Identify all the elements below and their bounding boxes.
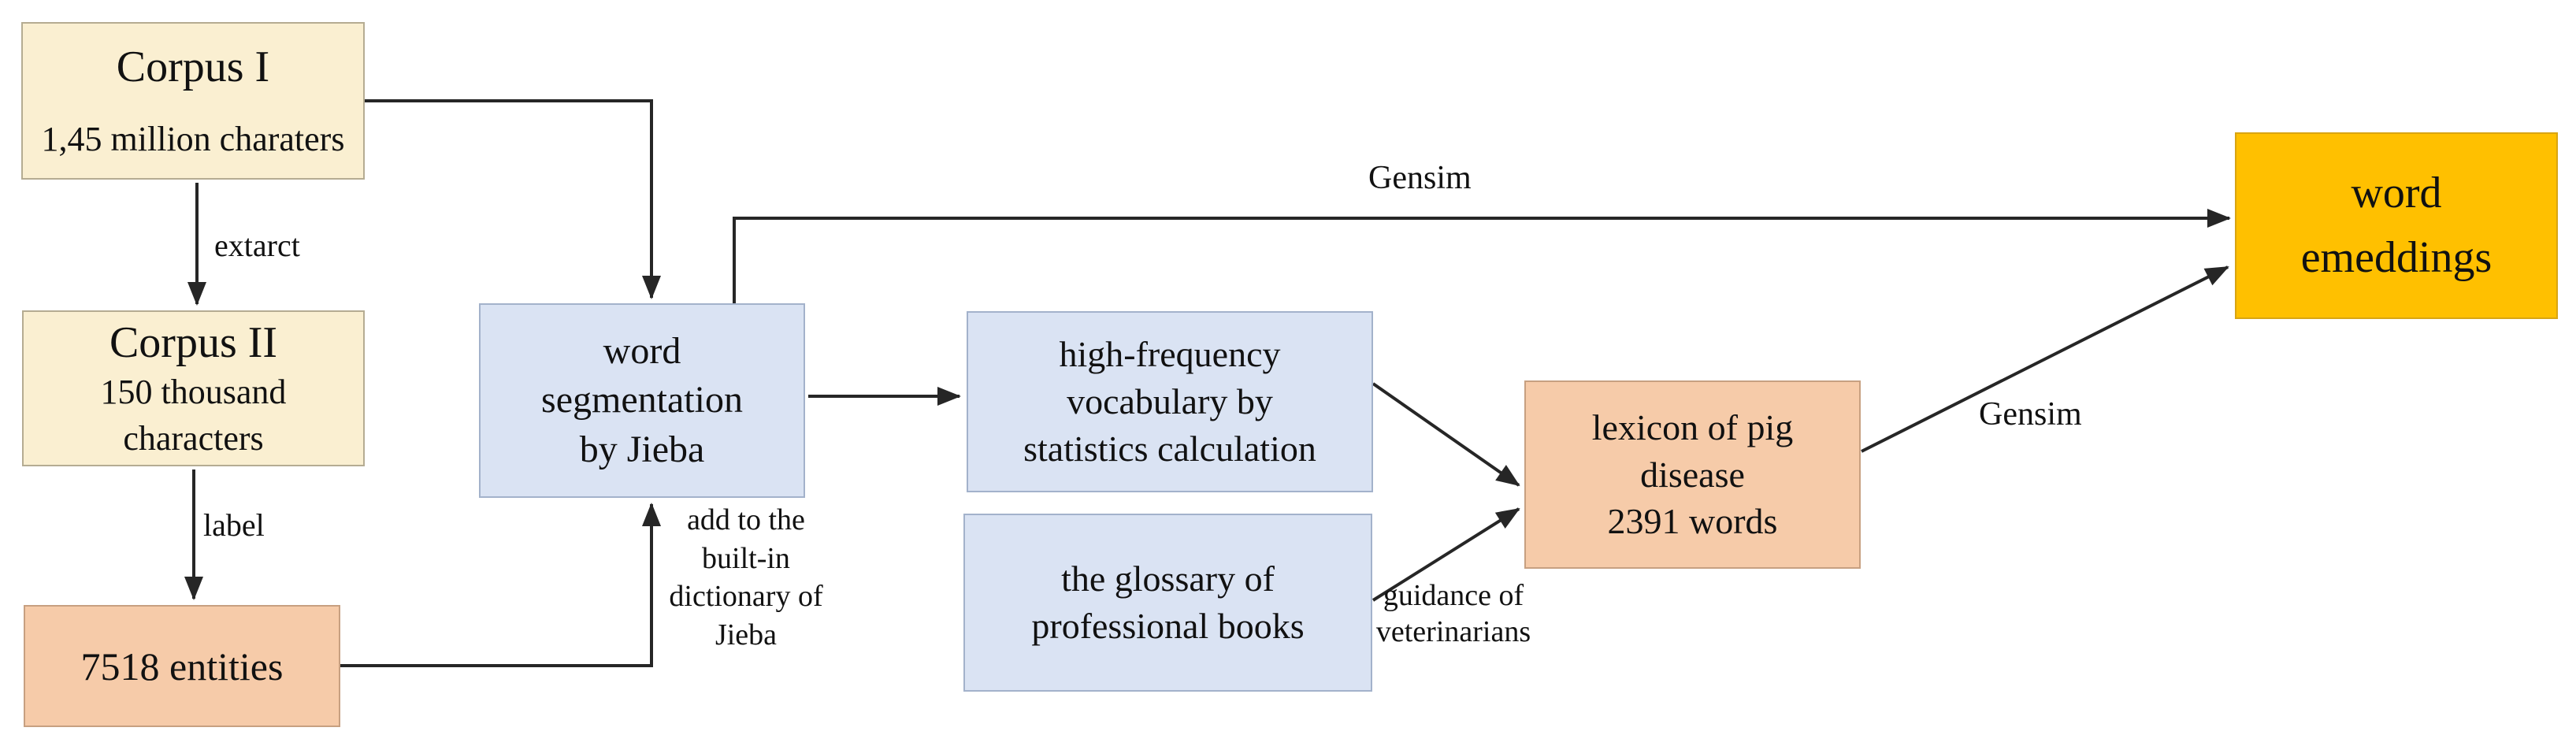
corpus-i-subtitle: 1,45 million charaters (41, 119, 345, 158)
entities-title: 7518 entities (80, 644, 284, 688)
corpus-ii-subtitle-line1: 150 thousand (100, 373, 287, 412)
guidance-line1: guidance of (1383, 579, 1524, 612)
glossary-line1: the glossary of (1061, 559, 1275, 599)
corpus-ii-title: Corpus II (109, 317, 278, 367)
add-dict-line2: built-in (702, 541, 790, 575)
edge-glossary-to-lexicon (1372, 507, 1520, 602)
node-corpus-i: Corpus I 1,45 million charaters (21, 22, 365, 180)
wordseg-line3: by Jieba (579, 428, 705, 470)
guidance-line2: veterinarians (1375, 615, 1531, 649)
add-dict-line1: add to the (687, 503, 805, 536)
edge-highfreq-to-lexicon (1372, 382, 1520, 487)
edge-label-gensim-bottom: Gensim (1979, 396, 2082, 432)
node-word-segmentation: word segmentation by Jieba (479, 303, 805, 498)
node-high-frequency-vocabulary: high-frequency vocabulary by statistics … (967, 311, 1373, 492)
highfreq-line3: statistics calculation (1023, 428, 1316, 469)
highfreq-line2: vocabulary by (1067, 381, 1273, 422)
edge-label-extract: extarct (214, 228, 300, 263)
edge-label-label: label (203, 507, 265, 543)
add-dict-line4: Jieba (715, 618, 778, 651)
edge-label-guidance-of-veterinarians: guidance of veterinarians (1333, 577, 1574, 651)
edge-corpus1-to-wordseg (365, 99, 661, 299)
lexicon-line1: lexicon of pig (1591, 406, 1794, 447)
wordemb-line1: word (2351, 169, 2442, 218)
node-entities: 7518 entities (24, 605, 340, 727)
wordseg-line1: word (603, 329, 681, 372)
wordemb-line2: emeddings (2300, 232, 2492, 282)
edge-wordseg-to-wordemb-gensim (733, 209, 2231, 303)
edge-label-gensim-top: Gensim (1368, 160, 1472, 196)
node-glossary-professional-books: the glossary of professional books (963, 514, 1372, 692)
node-corpus-ii: Corpus II 150 thousand characters (22, 310, 365, 466)
edge-label-add-to-dictionary: add to the built-in dictionary of Jieba (643, 501, 849, 655)
lexicon-line2: disease (1640, 454, 1745, 495)
node-word-embeddings: word emeddings (2235, 132, 2558, 319)
corpus-i-title: Corpus I (116, 42, 270, 91)
wordseg-line2: segmentation (541, 379, 743, 421)
glossary-line2: professional books (1031, 606, 1305, 646)
edge-entities-to-wordseg (340, 503, 661, 667)
lexicon-line3: 2391 words (1607, 501, 1778, 542)
highfreq-line1: high-frequency (1059, 334, 1281, 375)
add-dict-line3: dictionary of (669, 580, 823, 614)
edge-lexicon-to-wordemb (1861, 265, 2229, 453)
corpus-ii-subtitle-line2: characters (123, 418, 264, 458)
node-lexicon-pig-disease: lexicon of pig disease 2391 words (1524, 380, 1861, 569)
